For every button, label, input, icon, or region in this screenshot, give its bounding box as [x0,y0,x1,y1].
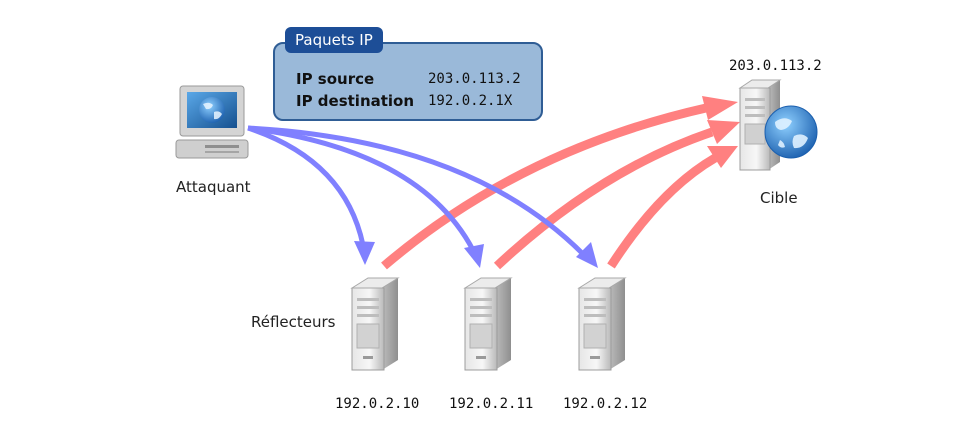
request-arrow-1 [247,125,366,246]
request-arrow-3 [247,125,586,257]
request-arrowhead-3 [576,242,598,268]
response-arrow-2 [493,127,714,270]
reflectors-label: Réflecteurs [251,313,336,331]
request-arrowhead-2 [464,244,484,268]
request-arrow-2 [247,125,476,252]
target-server-icon [738,79,818,171]
response-arrow-3 [607,154,718,269]
response-arrowhead-3 [707,146,738,168]
destination-ip-field-value: 192.0.2.1X [428,93,513,109]
reflector-ip-1: 192.0.2.10 [335,396,420,412]
target-label: Cible [760,189,798,207]
response-arrows [381,103,718,270]
response-arrow-1 [381,103,707,270]
request-arrowhead-1 [354,241,375,265]
response-arrowhead-2 [707,120,740,144]
request-arrows [247,125,586,257]
packet-info-box [273,42,543,121]
reflector-ip-2: 192.0.2.11 [449,396,534,412]
source-ip-field-label: IP source [296,70,375,88]
request-arrowheads [354,241,598,268]
target-ip-label: 203.0.113.2 [729,58,822,74]
packet-box-title: Paquets IP [285,27,383,53]
reflector-server-icon-2 [463,277,513,371]
response-arrowhead-1 [702,96,738,120]
source-ip-field-value: 203.0.113.2 [428,71,521,87]
reflector-server-icon-1 [350,277,400,371]
destination-ip-field-label: IP destination [296,92,415,110]
reflector-server-icon-3 [577,277,627,371]
attacker-label: Attaquant [176,178,251,196]
reflector-ip-3: 192.0.2.12 [563,396,648,412]
response-arrowheads [702,96,740,168]
attacker-computer-icon [175,85,249,159]
